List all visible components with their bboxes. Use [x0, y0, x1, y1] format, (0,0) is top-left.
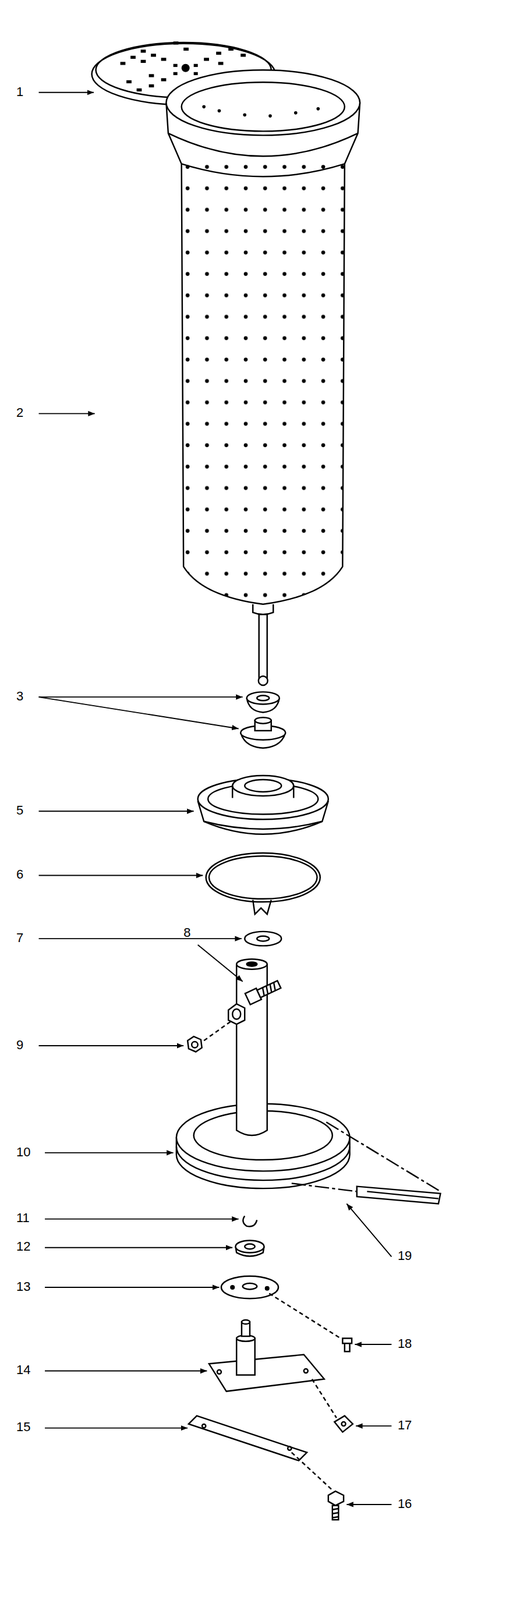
parts: [92, 41, 441, 1520]
callout-number: 5: [16, 804, 24, 817]
callout-number: 11: [16, 1211, 30, 1225]
callout-number: 6: [16, 868, 24, 882]
callout-number: 19: [397, 1249, 412, 1263]
callout-number: 3: [16, 690, 24, 703]
callout-number: 16: [397, 1497, 412, 1511]
callout-number: 8: [183, 926, 191, 940]
callout-number: 14: [16, 1363, 31, 1377]
callout-number: 9: [16, 1038, 24, 1052]
callout-number: 2: [16, 406, 24, 420]
callout-number: 15: [16, 1420, 31, 1434]
callout-number: 13: [16, 1280, 31, 1294]
callout-number: 18: [397, 1337, 412, 1351]
callout-number: 1: [16, 85, 24, 99]
callout-number: 12: [16, 1240, 31, 1254]
callout-number: 7: [16, 931, 24, 945]
leader-lines: [39, 92, 392, 1505]
callout-number: 17: [397, 1419, 412, 1432]
callout-number: 10: [16, 1145, 31, 1159]
